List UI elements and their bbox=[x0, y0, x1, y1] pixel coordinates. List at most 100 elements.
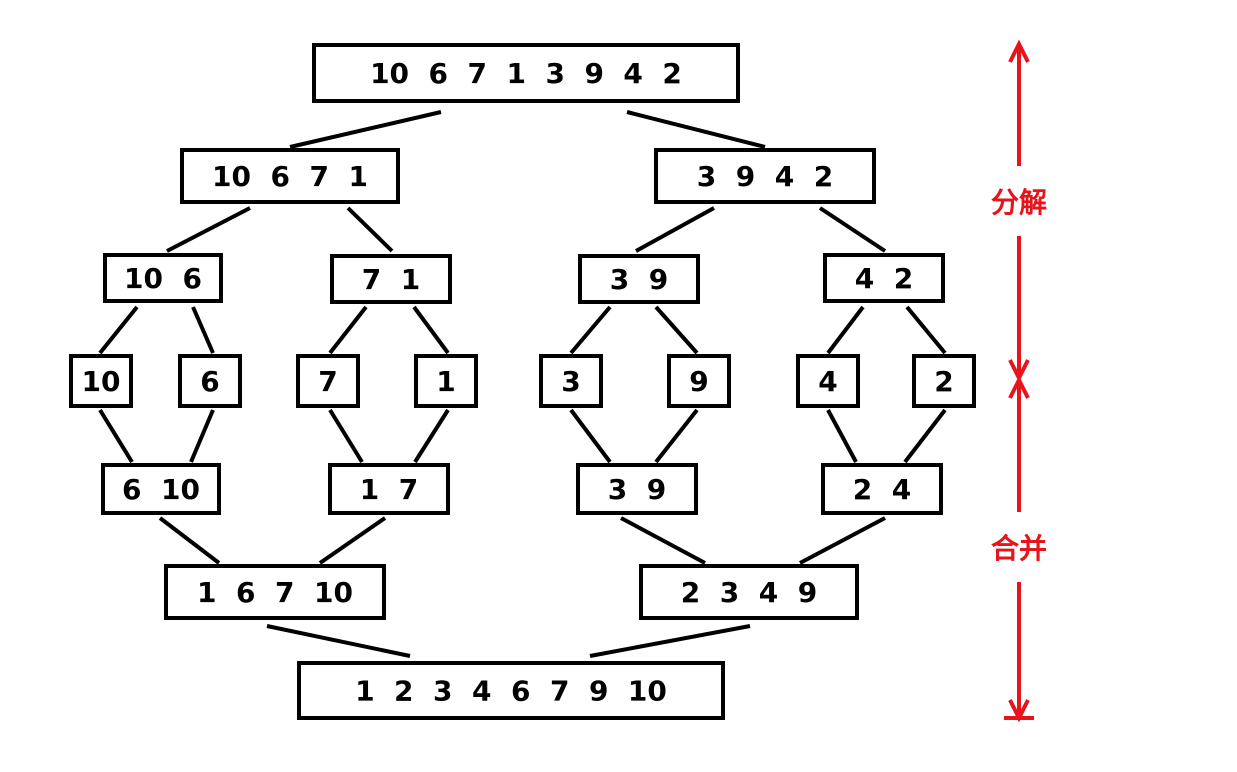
node-d1-left: 10 6 7 1 bbox=[180, 148, 400, 204]
connector-line bbox=[905, 305, 947, 355]
node-label: 4 bbox=[818, 365, 837, 398]
phase-arrows: 分解 合并 bbox=[991, 39, 1047, 723]
connector-line bbox=[266, 624, 411, 658]
connector-line bbox=[569, 305, 612, 355]
node-leaf-2: 6 bbox=[178, 354, 242, 408]
connector-line bbox=[569, 408, 612, 464]
connector-line bbox=[189, 409, 215, 463]
node-box bbox=[576, 463, 698, 515]
node-label: 1 6 7 10 bbox=[197, 576, 353, 609]
node-box bbox=[654, 148, 876, 204]
connector-line bbox=[98, 305, 139, 355]
connector-line bbox=[635, 206, 715, 253]
connector-line bbox=[654, 408, 699, 464]
node-root: 10 6 7 1 3 9 4 2 bbox=[312, 43, 740, 103]
merge-phase-label: 合并 bbox=[991, 532, 1047, 565]
node-label: 3 9 4 2 bbox=[697, 160, 833, 193]
node-m1-b: 1 7 bbox=[328, 463, 450, 515]
connector-line bbox=[818, 206, 887, 253]
node-label: 7 bbox=[318, 365, 337, 398]
node-box bbox=[328, 463, 450, 515]
connector-line bbox=[318, 516, 387, 565]
connector-line bbox=[412, 305, 450, 355]
node-box bbox=[69, 354, 133, 408]
node-label: 10 bbox=[82, 365, 121, 398]
node-leaf-3: 7 bbox=[296, 354, 360, 408]
node-label: 7 1 bbox=[362, 263, 420, 296]
node-d2-c: 3 9 bbox=[578, 254, 700, 304]
node-box bbox=[639, 564, 859, 620]
node-leaf-7: 4 bbox=[796, 354, 860, 408]
node-box bbox=[101, 463, 221, 515]
node-box bbox=[103, 253, 223, 303]
node-leaf-6: 9 bbox=[667, 354, 731, 408]
connector-line bbox=[346, 206, 394, 253]
node-label: 2 4 bbox=[853, 473, 911, 506]
connector-line bbox=[826, 305, 865, 355]
node-m2-right: 2 3 4 9 bbox=[639, 564, 859, 620]
node-leaf-8: 2 bbox=[912, 354, 976, 408]
node-box bbox=[164, 564, 386, 620]
node-leaf-4: 1 bbox=[414, 354, 478, 408]
node-label: 1 2 3 4 6 7 9 10 bbox=[355, 675, 667, 708]
node-label: 10 6 bbox=[124, 262, 202, 295]
node-m1-d: 2 4 bbox=[821, 463, 943, 515]
connector-line bbox=[328, 408, 364, 464]
node-label: 6 10 bbox=[122, 473, 200, 506]
node-leaf-1: 10 bbox=[69, 354, 133, 408]
connector-line bbox=[289, 110, 442, 149]
node-label: 10 6 7 1 3 9 4 2 bbox=[370, 57, 682, 90]
split-phase-label: 分解 bbox=[991, 186, 1047, 219]
edges bbox=[98, 110, 947, 658]
node-box bbox=[296, 354, 360, 408]
node-d1-right: 3 9 4 2 bbox=[654, 148, 876, 204]
nodes: 10 6 7 1 3 9 4 2 10 6 7 1 3 9 4 2 10 6 7 1 3 … bbox=[69, 43, 976, 720]
connector-line bbox=[166, 206, 251, 253]
node-d2-d: 4 2 bbox=[823, 253, 945, 303]
connector-line bbox=[413, 408, 450, 464]
node-label: 2 3 4 9 bbox=[681, 576, 817, 609]
node-label: 3 9 bbox=[610, 263, 668, 296]
connector-line bbox=[328, 305, 368, 355]
node-label: 6 bbox=[200, 365, 219, 398]
node-label: 1 bbox=[436, 365, 455, 398]
merge-arrow-up-head bbox=[1008, 375, 1030, 399]
node-label: 9 bbox=[689, 365, 708, 398]
node-label: 1 7 bbox=[360, 473, 418, 506]
node-box bbox=[312, 43, 740, 103]
node-box bbox=[667, 354, 731, 408]
node-label: 10 6 7 1 bbox=[212, 160, 368, 193]
node-box bbox=[823, 253, 945, 303]
node-box bbox=[578, 254, 700, 304]
node-label: 3 bbox=[561, 365, 580, 398]
node-box bbox=[414, 354, 478, 408]
connector-line bbox=[903, 408, 947, 464]
node-box bbox=[297, 661, 725, 720]
node-box bbox=[796, 354, 860, 408]
node-box bbox=[539, 354, 603, 408]
node-label: 2 bbox=[934, 365, 953, 398]
connector-line bbox=[826, 409, 858, 463]
node-d2-b: 7 1 bbox=[330, 254, 452, 304]
connector-line bbox=[626, 110, 766, 149]
node-d2-a: 10 6 bbox=[103, 253, 223, 303]
connector-line bbox=[620, 516, 706, 565]
node-leaf-5: 3 bbox=[539, 354, 603, 408]
node-label: 4 2 bbox=[855, 262, 913, 295]
node-box bbox=[821, 463, 943, 515]
node-label: 3 9 bbox=[608, 473, 666, 506]
node-box bbox=[912, 354, 976, 408]
node-m1-c: 3 9 bbox=[576, 463, 698, 515]
node-box bbox=[330, 254, 452, 304]
connector-line bbox=[158, 516, 221, 565]
node-m1-a: 6 10 bbox=[101, 463, 221, 515]
node-box bbox=[180, 148, 400, 204]
connector-line bbox=[654, 305, 699, 355]
node-result: 1 2 3 4 6 7 9 10 bbox=[297, 661, 725, 720]
connector-line bbox=[98, 408, 134, 464]
connector-line bbox=[191, 306, 215, 354]
connector-line bbox=[799, 516, 886, 565]
node-m2-left: 1 6 7 10 bbox=[164, 564, 386, 620]
connector-line bbox=[589, 624, 751, 658]
